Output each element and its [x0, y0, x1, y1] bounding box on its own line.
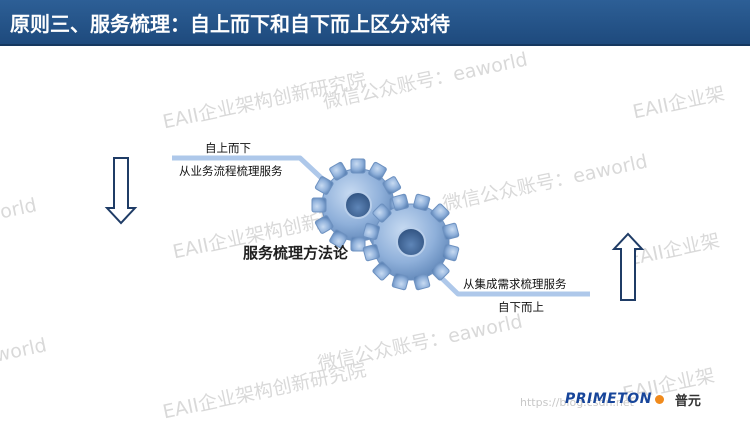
logo-text-en: PRIMETON [565, 391, 652, 407]
gear-icon [362, 193, 460, 291]
top-path-line [172, 155, 332, 188]
company-logo: PRIMETON 普元 [565, 389, 701, 409]
top-path-subtitle: 从业务流程梳理服务 [179, 164, 283, 178]
center-label: 服务梳理方法论 [243, 244, 349, 262]
slide-title: 原则三、服务梳理：自上而下和自下而上区分对待 [10, 12, 450, 36]
up-arrow-outline-icon [611, 232, 645, 301]
top-path-heading: 自上而下 [205, 141, 251, 155]
title-bar: 原则三、服务梳理：自上而下和自下而上区分对待 [0, 0, 750, 46]
bottom-path-subtitle: 自下而上 [498, 300, 544, 314]
down-arrow-outline-icon [104, 157, 138, 225]
logo-dot-icon [654, 394, 664, 404]
bottom-path-heading: 从集成需求梳理服务 [463, 277, 567, 291]
logo-text-cn: 普元 [674, 393, 701, 409]
url-watermark: https://blog.csdn.net [520, 396, 634, 409]
